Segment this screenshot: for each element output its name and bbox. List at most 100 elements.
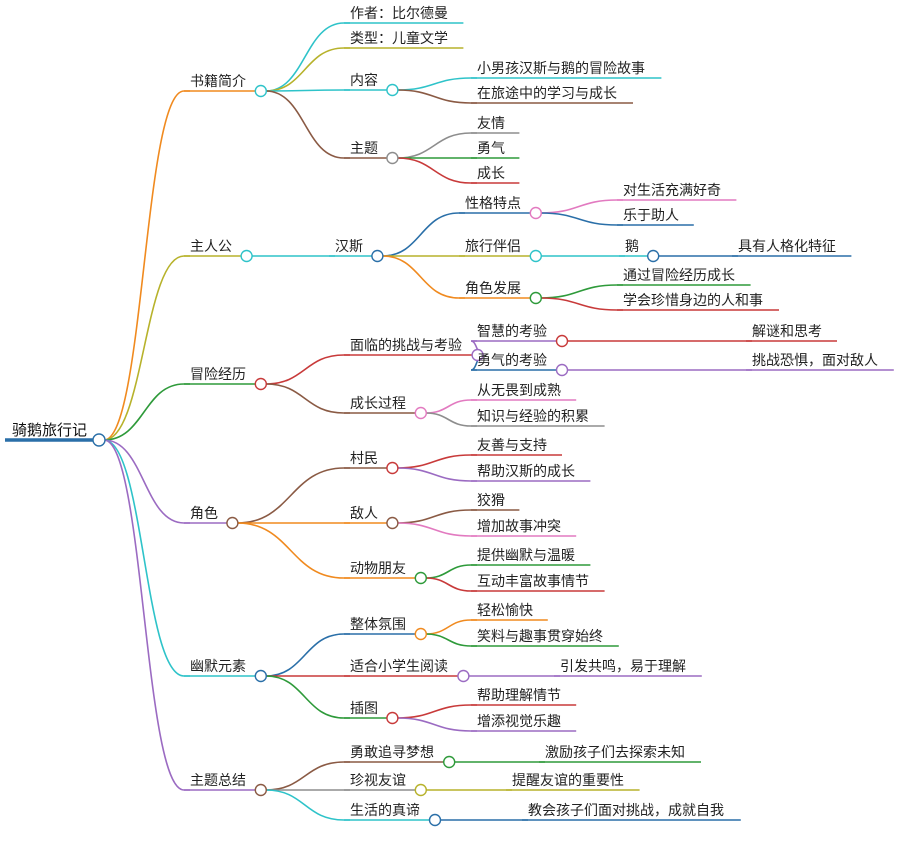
collapse-toggle-icon[interactable] <box>386 461 399 475</box>
collapse-toggle-icon[interactable] <box>555 334 569 348</box>
collapse-toggle-icon[interactable] <box>254 84 267 98</box>
mind-node[interactable]: 狡猾 <box>471 493 520 511</box>
branch-connector <box>425 564 477 579</box>
collapse-toggle-icon[interactable] <box>414 571 427 585</box>
mind-node[interactable]: 成长 <box>471 166 520 184</box>
mind-node[interactable]: 珍视友谊 <box>344 773 427 797</box>
branch-connector <box>382 212 465 257</box>
mind-node[interactable]: 提醒友谊的重要性 <box>506 773 640 791</box>
collapse-toggle-icon[interactable] <box>92 433 106 447</box>
collapse-toggle-icon[interactable] <box>254 783 267 797</box>
mind-node[interactable]: 学会珍惜身边的人和事 <box>617 293 779 311</box>
mind-node[interactable]: 友情 <box>471 116 520 134</box>
collapse-toggle-icon[interactable] <box>226 516 239 530</box>
node-label: 小男孩汉斯与鹅的冒险故事 <box>477 60 645 77</box>
mind-node[interactable]: 智慧的考验 <box>471 324 569 348</box>
node-label: 角色 <box>190 505 218 522</box>
mind-node[interactable]: 类型：儿童文学 <box>344 30 464 49</box>
collapse-toggle-icon[interactable] <box>647 249 660 263</box>
branch-connector <box>540 212 623 226</box>
mind-node[interactable]: 知识与经验的积累 <box>471 408 605 427</box>
collapse-toggle-icon[interactable] <box>414 627 427 641</box>
mind-node[interactable]: 友善与支持 <box>471 438 562 456</box>
collapse-toggle-icon[interactable] <box>254 669 267 683</box>
node-label: 性格特点 <box>465 196 521 212</box>
mind-node[interactable]: 主人公 <box>184 239 253 263</box>
mind-node[interactable]: 互动丰富故事情节 <box>471 573 605 592</box>
node-label: 帮助理解情节 <box>477 688 561 704</box>
branch-connector <box>425 619 477 635</box>
mind-node[interactable]: 幽默元素 <box>184 659 267 683</box>
mind-node[interactable]: 成长过程 <box>344 396 427 420</box>
collapse-toggle-icon[interactable] <box>386 151 399 165</box>
collapse-toggle-icon[interactable] <box>414 406 427 420</box>
mind-node[interactable]: 面临的挑战与考验 <box>344 338 484 362</box>
mind-node[interactable]: 笑料与趣事贯穿始终 <box>471 629 619 647</box>
mind-node[interactable]: 内容 <box>344 72 399 97</box>
collapse-toggle-icon[interactable] <box>428 813 442 827</box>
mind-node[interactable]: 对生活充满好奇 <box>617 182 737 201</box>
collapse-toggle-icon[interactable] <box>471 348 484 362</box>
mind-node[interactable]: 小男孩汉斯与鹅的冒险故事 <box>471 60 662 79</box>
mind-node[interactable]: 轻松愉快 <box>471 603 548 621</box>
mind-node[interactable]: 角色 <box>184 505 239 530</box>
node-label: 互动丰富故事情节 <box>477 573 589 590</box>
mind-node[interactable]: 主题 <box>344 141 399 165</box>
node-label: 冒险经历 <box>190 367 246 383</box>
collapse-toggle-icon[interactable] <box>386 516 399 530</box>
mind-node[interactable]: 村民 <box>344 451 399 475</box>
mind-node[interactable]: 动物朋友 <box>344 561 427 585</box>
collapse-toggle-icon[interactable] <box>529 206 542 220</box>
mind-node[interactable]: 适合小学生阅读 <box>344 658 470 683</box>
mind-node[interactable]: 解谜和思考 <box>746 324 837 342</box>
mind-node[interactable]: 勇敢追寻梦想 <box>344 745 456 769</box>
mind-node[interactable]: 具有人格化特征 <box>732 239 852 257</box>
links-layer <box>103 22 752 821</box>
mind-node[interactable]: 插图 <box>344 701 399 725</box>
mind-node[interactable]: 角色发展 <box>459 280 542 305</box>
collapse-toggle-icon[interactable] <box>371 249 384 263</box>
mind-node[interactable]: 乐于助人 <box>617 208 694 226</box>
mind-node[interactable]: 引发共鸣，易于理解 <box>554 658 702 677</box>
mind-node[interactable]: 激励孩子们去探索未知 <box>539 744 701 763</box>
collapse-toggle-icon[interactable] <box>555 363 569 377</box>
branch-connector <box>237 522 350 579</box>
mind-node[interactable]: 提供幽默与温暖 <box>471 548 591 566</box>
mind-node[interactable]: 书籍简介 <box>184 73 267 98</box>
mind-node[interactable]: 帮助汉斯的成长 <box>471 464 591 482</box>
mind-node[interactable]: 旅行伴侣 <box>459 239 542 263</box>
mind-node[interactable]: 增加故事冲突 <box>471 519 577 537</box>
mind-node[interactable]: 通过冒险经历成长 <box>617 268 751 286</box>
mind-node[interactable]: 鹅 <box>619 238 660 263</box>
branch-connector <box>103 255 190 441</box>
collapse-toggle-icon[interactable] <box>443 755 456 769</box>
mind-node[interactable]: 挑战恐惧，面对敌人 <box>746 353 894 371</box>
mind-node[interactable]: 冒险经历 <box>184 367 267 391</box>
collapse-toggle-icon[interactable] <box>457 669 470 683</box>
node-label: 面临的挑战与考验 <box>350 338 462 354</box>
collapse-toggle-icon[interactable] <box>414 783 427 797</box>
mind-node[interactable]: 从无畏到成熟 <box>471 383 577 401</box>
collapse-toggle-icon[interactable] <box>254 377 267 391</box>
collapse-toggle-icon[interactable] <box>529 291 542 305</box>
mind-node[interactable]: 勇气的考验 <box>471 353 569 377</box>
collapse-toggle-icon[interactable] <box>529 249 542 263</box>
mind-node[interactable]: 帮助理解情节 <box>471 688 577 706</box>
collapse-toggle-icon[interactable] <box>240 249 253 263</box>
mind-node[interactable]: 勇气 <box>471 141 520 159</box>
collapse-toggle-icon[interactable] <box>386 83 399 97</box>
mind-node[interactable]: 在旅途中的学习与成长 <box>471 85 633 104</box>
mind-node[interactable]: 整体氛围 <box>344 617 427 641</box>
mind-node[interactable]: 生活的真谛 <box>344 802 442 827</box>
node-label: 鹅 <box>625 238 639 255</box>
mind-node[interactable]: 教会孩子们面对挑战，成就自我 <box>522 803 741 821</box>
root-node[interactable]: 骑鹅旅行记 <box>5 421 106 447</box>
mind-node[interactable]: 主题总结 <box>184 773 267 797</box>
collapse-toggle-icon[interactable] <box>386 711 399 725</box>
mind-node[interactable]: 作者：比尔德曼 <box>344 6 464 24</box>
branch-connector <box>265 789 350 821</box>
mind-node[interactable]: 汉斯 <box>329 239 384 263</box>
mind-node[interactable]: 性格特点 <box>459 196 542 220</box>
mind-node[interactable]: 敌人 <box>344 506 399 530</box>
mind-node[interactable]: 增添视觉乐趣 <box>471 714 577 732</box>
